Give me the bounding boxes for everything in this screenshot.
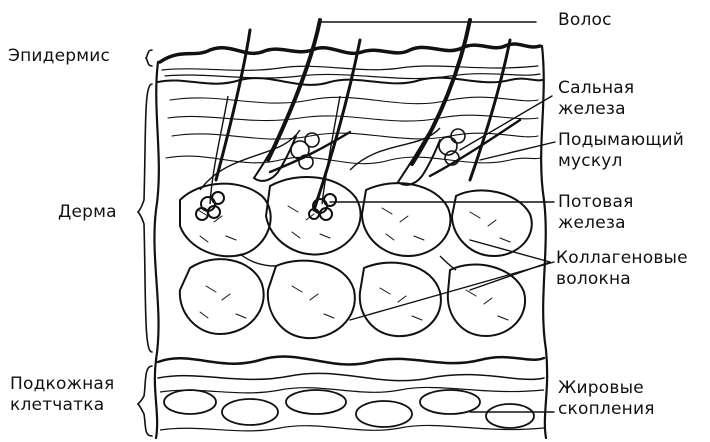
hypodermis-bracket [138, 366, 152, 436]
collagen-fiber-network [180, 128, 532, 338]
label-hypodermis: Подкожная клетчатка [10, 374, 114, 416]
hair-shaft-4 [314, 40, 360, 210]
arrector-muscles [270, 120, 520, 176]
label-sebaceous-gland: Сальная железа [558, 78, 634, 120]
collagen-leader-1 [470, 240, 550, 262]
block-right-edge [541, 46, 547, 438]
arrector-leader [480, 142, 555, 160]
left-brackets [138, 50, 152, 436]
epidermis-bracket [146, 50, 152, 66]
label-hair: Волос [558, 10, 612, 31]
sebaceous-leader [460, 96, 552, 150]
label-epidermis: Эпидермис [8, 46, 110, 67]
fat-cells [160, 387, 544, 430]
label-collagen-fibers: Коллагеновые волокна [556, 248, 688, 290]
hypodermis-boundary [158, 357, 544, 365]
label-sweat-gland: Потовая железа [558, 192, 634, 234]
tissue-block [154, 44, 547, 438]
label-arrector-muscle: Подымающий мускул [558, 130, 684, 172]
label-fat-deposits: Жировые скопления [558, 378, 655, 420]
label-dermis: Дерма [58, 202, 117, 223]
dermis-bracket [138, 84, 152, 352]
block-left-edge [154, 62, 158, 438]
epidermis-surface [160, 44, 540, 62]
hair-shaft-5 [470, 40, 510, 180]
hair-shaft-3 [216, 30, 250, 180]
